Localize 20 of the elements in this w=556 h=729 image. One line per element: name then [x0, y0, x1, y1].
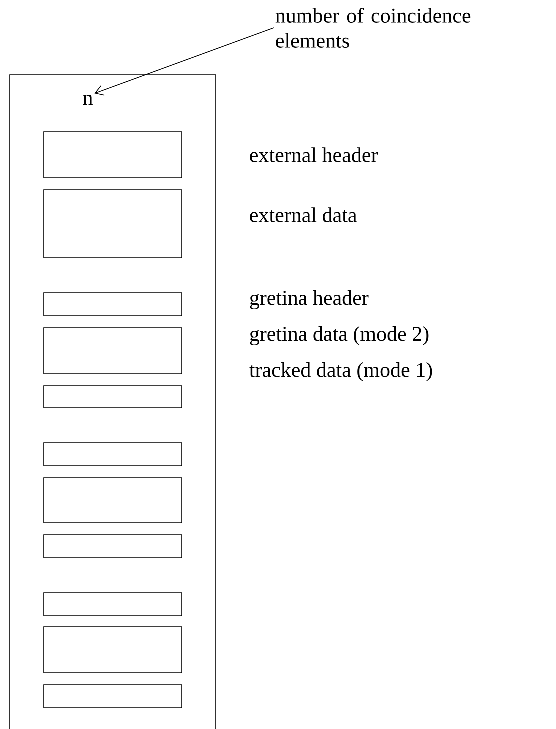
record-box — [44, 132, 182, 178]
record-box — [44, 328, 182, 374]
event-frame — [10, 74, 216, 729]
field-label: gretina data (mode 2) — [250, 326, 429, 346]
record-box — [44, 626, 182, 674]
record-box — [44, 386, 182, 408]
callout-text: number of coincidence elements — [276, 8, 471, 48]
record-box — [44, 684, 182, 708]
field-label: tracked data (mode 1) — [250, 362, 432, 382]
record-box — [44, 292, 182, 316]
field-label: gretina header — [250, 290, 369, 310]
record-box — [44, 534, 182, 558]
record-box — [44, 442, 182, 466]
arrow — [94, 28, 274, 96]
record-box — [44, 478, 182, 524]
field-label: external data — [250, 208, 357, 222]
record-box — [44, 190, 182, 258]
count-label: n — [83, 95, 93, 105]
field-label: external header — [250, 148, 378, 162]
record-box — [44, 592, 182, 616]
